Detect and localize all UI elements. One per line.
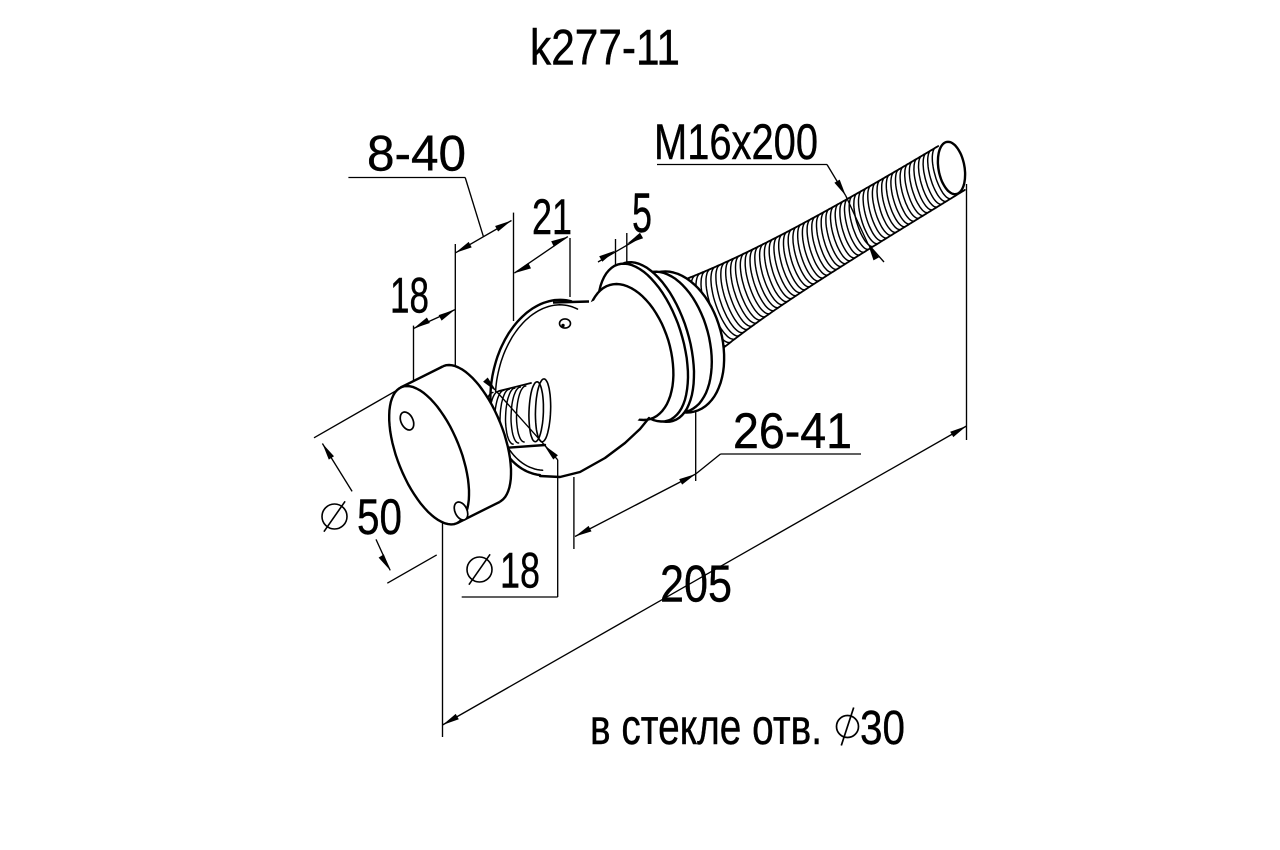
svg-text:M16x200: M16x200: [654, 114, 818, 170]
svg-text:5: 5: [632, 181, 652, 244]
svg-text:18: 18: [500, 543, 540, 599]
svg-text:30: 30: [860, 702, 905, 755]
svg-text:21: 21: [532, 189, 572, 245]
svg-text:50: 50: [357, 489, 402, 545]
svg-text:26-41: 26-41: [733, 403, 852, 459]
svg-text:k277-11: k277-11: [530, 20, 680, 76]
svg-text:205: 205: [660, 556, 732, 614]
svg-text:18: 18: [390, 268, 429, 324]
svg-text:в стекле отв.: в стекле отв.: [590, 699, 822, 755]
svg-text:8-40: 8-40: [367, 126, 466, 182]
